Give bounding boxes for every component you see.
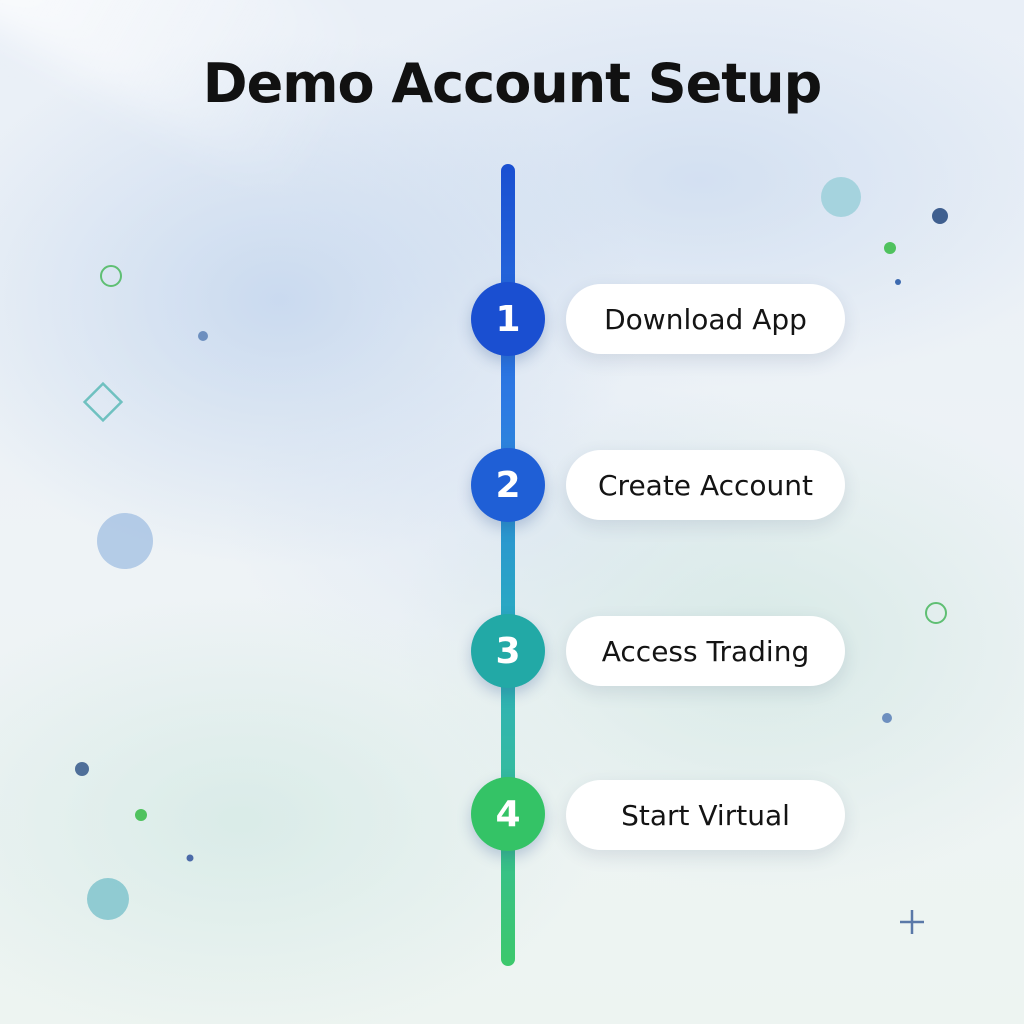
- bubble-deco-bottom-left: [87, 878, 129, 920]
- step-1-circle: 1: [471, 282, 545, 356]
- dot-deco-right-2: [884, 242, 896, 254]
- ring-deco-top-left: [100, 265, 122, 287]
- step-3-label: Access Trading: [566, 616, 845, 686]
- step-2-label: Create Account: [566, 450, 845, 520]
- step-1-label: Download App: [566, 284, 845, 354]
- step-4-label: Start Virtual: [566, 780, 845, 850]
- step-3-number: 3: [495, 630, 521, 672]
- bubble-deco-top-right: [821, 177, 861, 217]
- page-title: Demo Account Setup: [202, 52, 822, 115]
- step-3-circle: 3: [471, 614, 545, 688]
- step-4-circle: 4: [471, 777, 545, 851]
- step-2-circle: 2: [471, 448, 545, 522]
- plus-deco: [900, 910, 924, 934]
- dot-deco-right-1: [932, 208, 948, 224]
- dot-deco-left-2: [75, 762, 89, 776]
- diamond-deco: [82, 381, 124, 423]
- dot-deco-left-3: [135, 809, 147, 821]
- step-1-number: 1: [495, 298, 521, 340]
- timeline-track: [501, 164, 515, 966]
- bubble-deco-left: [97, 513, 153, 569]
- ring-deco-right: [925, 602, 947, 624]
- dot-deco-right-4: [882, 713, 892, 723]
- step-2-number: 2: [495, 464, 521, 506]
- dot-deco-right-3: [895, 279, 901, 285]
- dot-deco-left-1: [198, 331, 208, 341]
- step-4-number: 4: [495, 793, 521, 835]
- dot-deco-left-4: [186, 854, 194, 862]
